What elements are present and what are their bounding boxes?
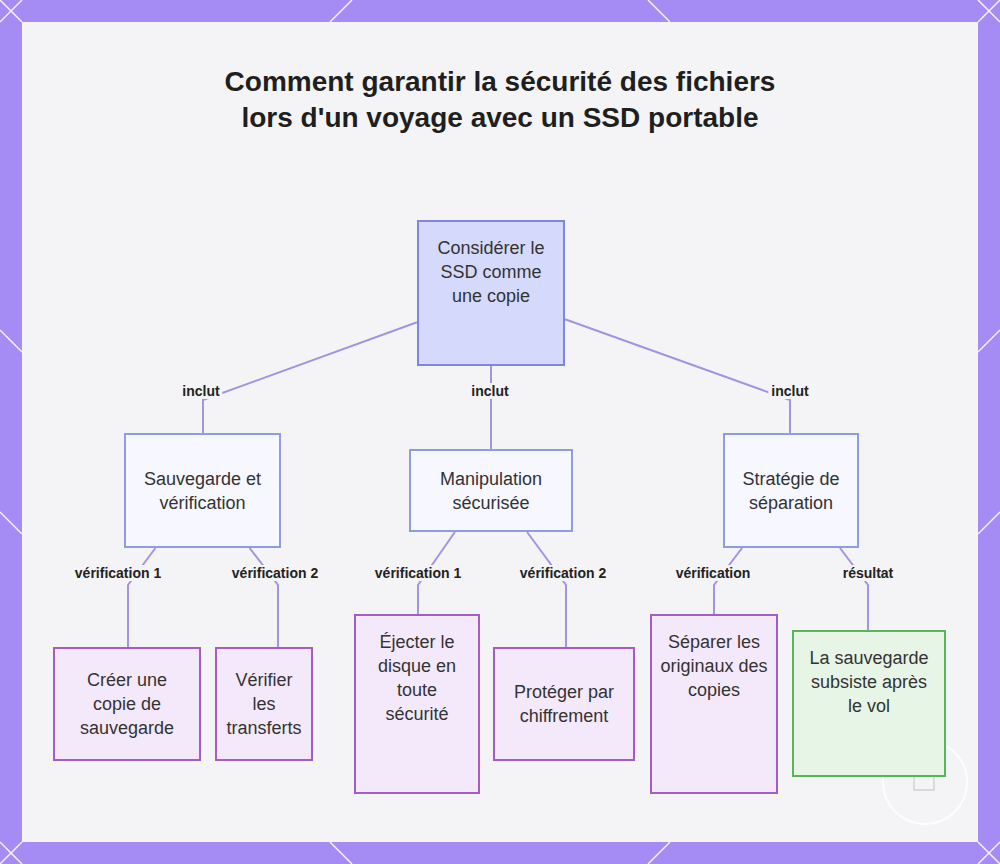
edge-label: inclut — [179, 383, 222, 399]
edge-label: vérification 1 — [372, 565, 464, 581]
edge-label: inclut — [468, 383, 511, 399]
connector-line — [203, 322, 417, 433]
node-text: Manipulation sécurisée — [419, 467, 563, 515]
edge-label: vérification 2 — [229, 565, 321, 581]
connector-line — [565, 319, 790, 433]
connector-line — [250, 548, 278, 647]
connector-line — [527, 532, 566, 647]
connector-line — [714, 548, 742, 614]
category-box: Sauvegarde et vérification — [124, 433, 281, 548]
node-text: La sauvegarde subsiste après le vol — [802, 646, 936, 718]
node-text: Séparer les originaux des copies — [660, 630, 768, 702]
result-box: La sauvegarde subsiste après le vol — [792, 630, 946, 777]
connector-line — [490, 366, 492, 449]
connector-line — [128, 548, 155, 647]
node-text: Sauvegarde et vérification — [134, 467, 271, 515]
node-text: Considérer le SSD comme une copie — [427, 236, 555, 308]
edge-label: inclut — [768, 383, 811, 399]
action-box: Éjecter le disque en toute sécurité — [354, 614, 480, 794]
edge-label: vérification 1 — [72, 565, 164, 581]
action-box: Vérifier les transferts — [215, 647, 313, 761]
edge-label: résultat — [840, 565, 897, 581]
edge-label: vérification 2 — [517, 565, 609, 581]
connector-line — [840, 548, 868, 630]
node-text: Créer une copie de sauvegarde — [63, 668, 191, 740]
node-text: Protéger par chiffrement — [503, 680, 625, 728]
action-box: Protéger par chiffrement — [493, 647, 635, 761]
category-box: Manipulation sécurisée — [409, 449, 573, 532]
diagram-title: Comment garantir la sécurité des fichier… — [200, 64, 800, 136]
action-box: Créer une copie de sauvegarde — [53, 647, 201, 761]
node-text: Stratégie de séparation — [733, 467, 849, 515]
category-box: Stratégie de séparation — [723, 433, 859, 548]
edge-label: vérification — [673, 565, 754, 581]
node-text: Éjecter le disque en toute sécurité — [364, 630, 470, 726]
action-box: Séparer les originaux des copies — [650, 614, 778, 794]
node-text: Vérifier les transferts — [225, 668, 303, 740]
root-box: Considérer le SSD comme une copie — [417, 220, 565, 366]
